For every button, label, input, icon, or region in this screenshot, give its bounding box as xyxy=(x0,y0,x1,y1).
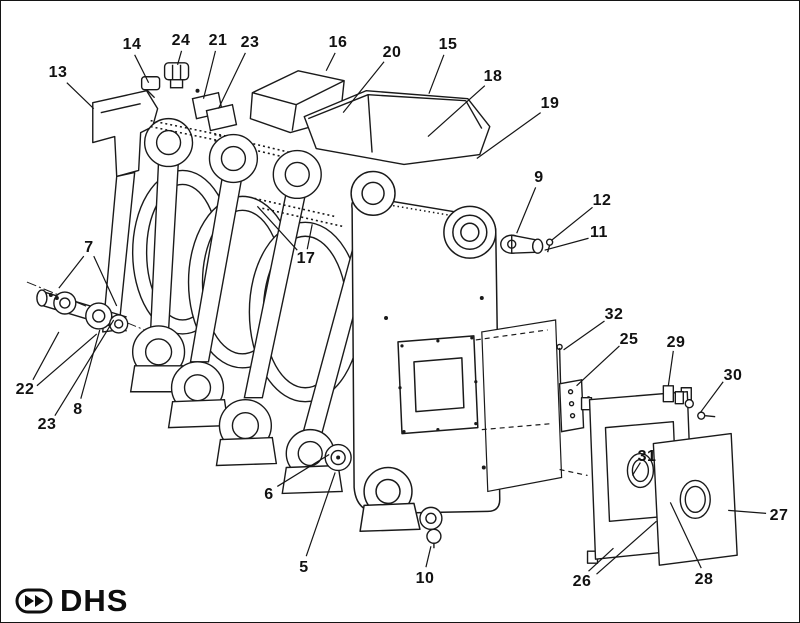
leader-lines-layer xyxy=(32,50,767,575)
callout-9: 9 xyxy=(534,169,544,186)
dhs-logo-text: DHS xyxy=(60,583,129,618)
callout-15: 15 xyxy=(438,36,458,53)
callout-24: 24 xyxy=(171,32,191,49)
callout-11: 11 xyxy=(590,224,608,241)
pipe-assembly xyxy=(26,281,145,334)
top-covers xyxy=(249,70,491,166)
callout-30: 30 xyxy=(723,367,743,384)
callout-20: 20 xyxy=(382,44,402,61)
callout-29: 29 xyxy=(666,334,686,351)
callout-28: 28 xyxy=(694,571,714,588)
callout-32: 32 xyxy=(604,306,624,323)
callout-26: 26 xyxy=(572,573,592,590)
filler-caps xyxy=(140,62,190,99)
callout-13: 13 xyxy=(48,64,68,81)
callout-27: 27 xyxy=(769,507,789,524)
inlet-fitting xyxy=(500,234,554,254)
callout-23: 23 xyxy=(240,34,260,51)
callout-10: 10 xyxy=(415,570,435,587)
callout-12: 12 xyxy=(592,192,612,209)
callout-22: 22 xyxy=(15,381,35,398)
gasket-sheet xyxy=(475,319,588,493)
serrated-strips xyxy=(150,119,291,160)
stud-and-bracket xyxy=(556,343,593,433)
callout-16: 16 xyxy=(328,34,348,51)
callout-5: 5 xyxy=(299,559,309,576)
outer-plate xyxy=(652,432,738,566)
callout-31: 31 xyxy=(637,448,657,465)
callout-25: 25 xyxy=(619,331,639,348)
plate-unit-2 xyxy=(167,133,297,429)
callout-8: 8 xyxy=(73,401,83,418)
callout-6: 6 xyxy=(264,486,274,503)
front-plate xyxy=(350,170,501,533)
callout-19: 19 xyxy=(540,95,560,112)
callout-18: 18 xyxy=(483,68,503,85)
callout-14: 14 xyxy=(122,36,142,53)
callout-21: 21 xyxy=(208,32,228,49)
top-clamp-blocks xyxy=(191,88,238,132)
joint-strips xyxy=(254,197,343,228)
callout-17: 17 xyxy=(296,250,316,267)
callout-23-2: 23 xyxy=(37,416,57,433)
callout-7: 7 xyxy=(84,239,94,256)
drain-plugs xyxy=(324,443,443,549)
dhs-logo: DHS xyxy=(15,585,128,616)
dhs-logo-icon xyxy=(15,588,53,613)
